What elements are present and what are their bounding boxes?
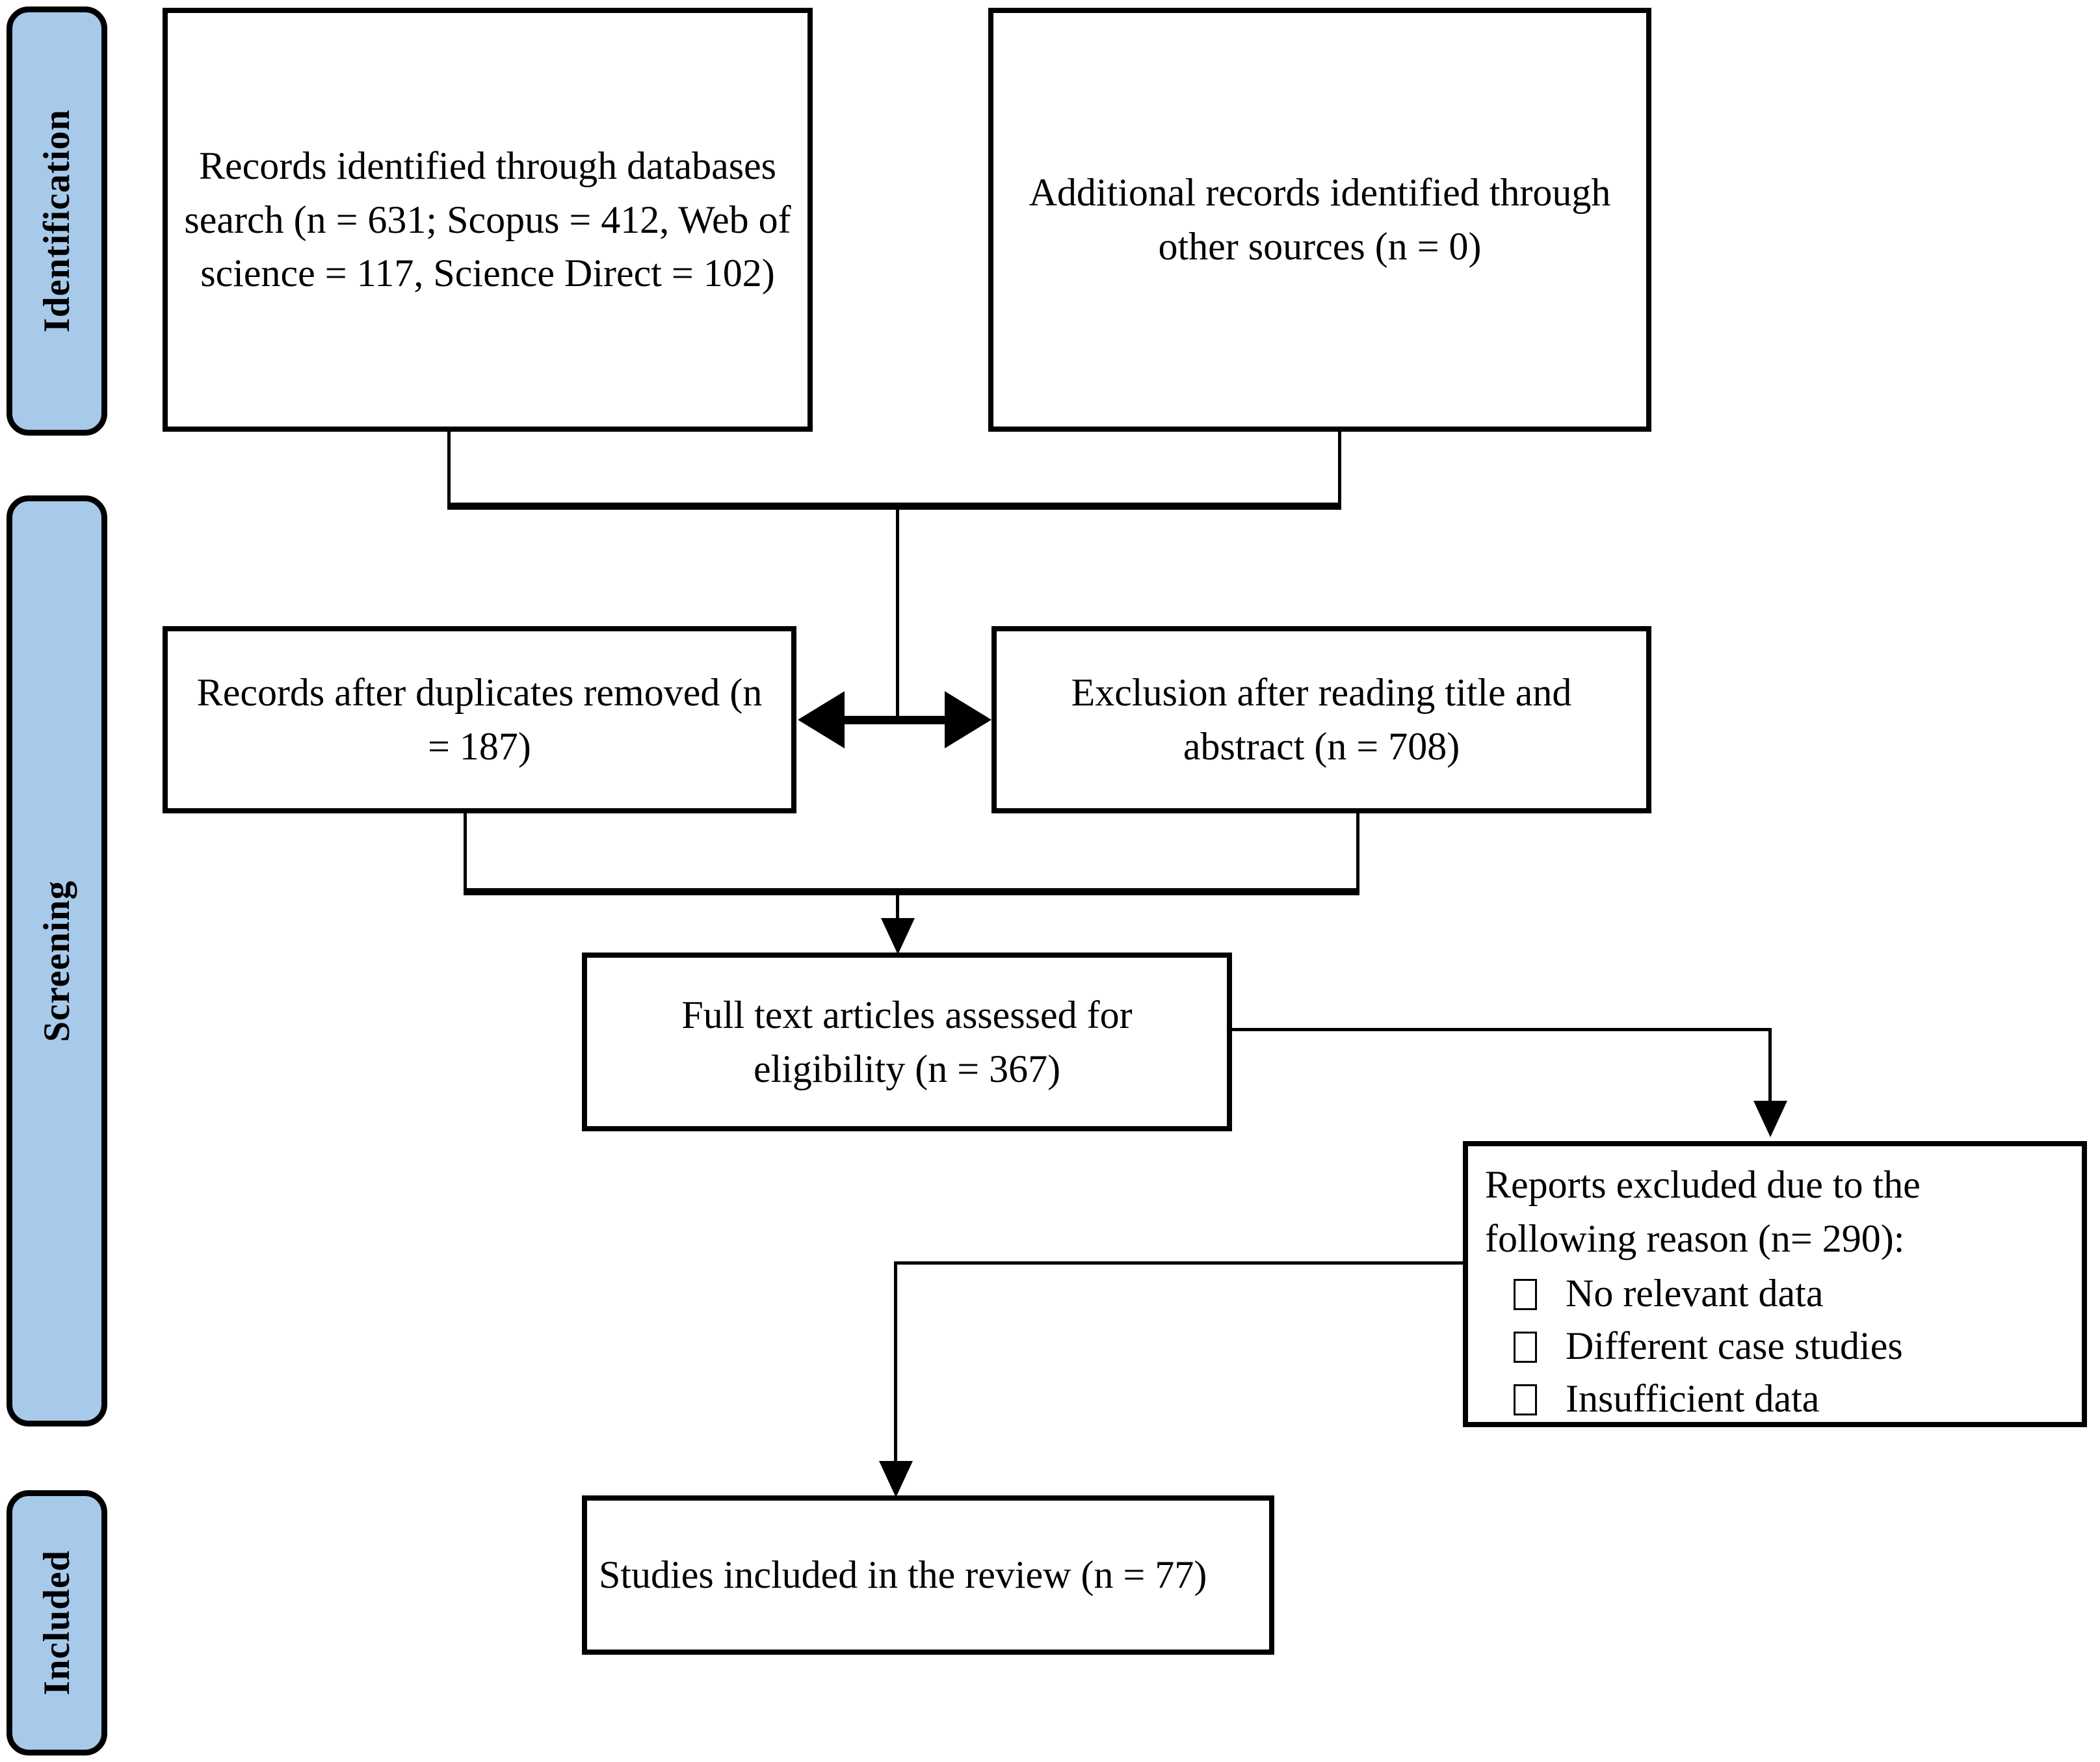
phase-tab-identification: Identification (7, 7, 107, 436)
phase-tab-included: Included (7, 1490, 107, 1755)
arrow-into-studies-included (879, 1461, 913, 1497)
phase-tab-screening: Screening (7, 495, 107, 1427)
node-records-identified-text: Records identified through databases sea… (184, 144, 791, 295)
edge-exclusion-down (1356, 813, 1359, 893)
node-exclusion-title-abstract-text: Exclusion after reading title and abstra… (1071, 671, 1572, 768)
reason-label: Insufficient data (1566, 1376, 1820, 1420)
node-additional-records-text: Additional records identified through ot… (1029, 171, 1611, 268)
edge-merge-to-fulltext (896, 891, 899, 930)
node-studies-included-text: Studies included in the review (n = 77) (599, 1553, 1207, 1597)
edge-excluded-to-included-h (894, 1261, 1465, 1265)
edge-bidirectional-shaft (813, 716, 977, 724)
node-records-after-duplicates-text: Records after duplicates removed (n = 18… (196, 671, 763, 768)
node-reports-excluded: Reports excluded due to the following re… (1463, 1141, 2087, 1427)
node-records-after-duplicates: Records after duplicates removed (n = 18… (163, 626, 796, 813)
edge-fulltext-to-excluded-v (1768, 1028, 1772, 1103)
reports-excluded-reason-list: No relevant data Different case studies … (1485, 1267, 2074, 1425)
phase-label-screening: Screening (36, 880, 77, 1042)
reason-label: Different case studies (1566, 1324, 1903, 1367)
phase-label-identification: Identification (36, 109, 77, 333)
node-records-identified: Records identified through databases sea… (163, 8, 813, 432)
edge-screening-merge-bar (464, 888, 1359, 895)
arrow-head-left (798, 691, 845, 748)
list-item: Different case studies (1485, 1320, 2074, 1373)
node-full-text-assessed-text: Full text articles assessed for eligibil… (681, 993, 1133, 1090)
edge-junction-to-arrowbar (896, 506, 899, 720)
empty-box-bullet-icon (1514, 1278, 1537, 1310)
empty-box-bullet-icon (1514, 1331, 1537, 1363)
node-exclusion-title-abstract: Exclusion after reading title and abstra… (991, 626, 1651, 813)
edge-excluded-to-included-v (894, 1261, 897, 1463)
edge-identification-junction-bar (447, 503, 1341, 510)
edge-additional-records-down (1338, 432, 1341, 510)
arrow-head-right (945, 691, 991, 748)
phase-label-included: Included (36, 1550, 77, 1696)
empty-box-bullet-icon (1514, 1384, 1537, 1415)
node-full-text-assessed: Full text articles assessed for eligibil… (582, 953, 1232, 1131)
arrow-into-fulltext (881, 918, 915, 954)
node-reports-excluded-heading: Reports excluded due to the following re… (1485, 1163, 1921, 1260)
node-studies-included: Studies included in the review (n = 77) (582, 1495, 1274, 1655)
reason-label: No relevant data (1566, 1271, 1824, 1315)
node-additional-records: Additional records identified through ot… (988, 8, 1651, 432)
list-item: Insufficient data (1485, 1373, 2074, 1425)
edge-duplicates-down (464, 813, 467, 893)
list-item: No relevant data (1485, 1267, 2074, 1320)
edge-fulltext-to-excluded-h (1231, 1028, 1770, 1031)
arrow-into-reports-excluded (1753, 1101, 1787, 1137)
edge-records-identified-down (447, 432, 451, 510)
